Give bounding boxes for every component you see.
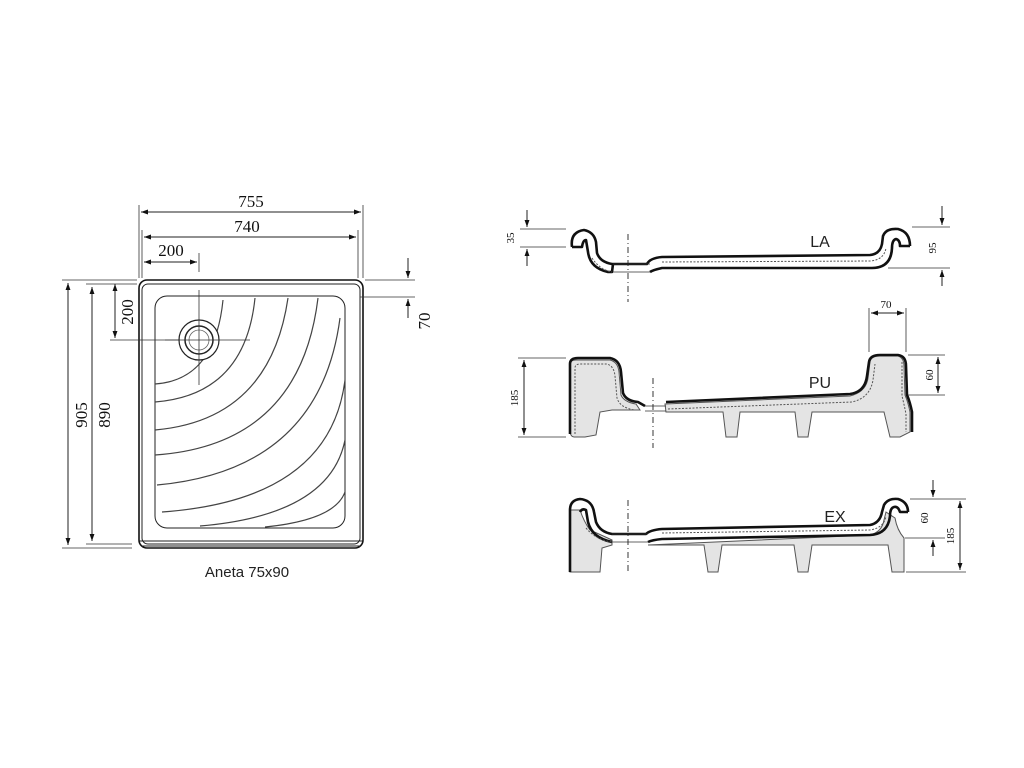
dim-pu-height: 185 xyxy=(509,357,566,438)
section-la-label: LA xyxy=(810,234,830,251)
dim-ex-total-text: 185 xyxy=(945,527,957,544)
dim-drain-y: 200 xyxy=(110,284,180,341)
dim-length-inner-text: 890 xyxy=(95,402,114,428)
tray-basin xyxy=(154,295,346,529)
dim-pu-top: 70 xyxy=(868,299,907,352)
dim-width-outer-text: 755 xyxy=(238,192,264,211)
dim-pu-height-text: 185 xyxy=(509,389,521,406)
dim-la-right-text: 95 xyxy=(927,242,939,254)
dim-la-left-text: 35 xyxy=(505,232,517,244)
dim-width-inner-text: 740 xyxy=(234,217,260,236)
section-pu-label: PU xyxy=(809,375,831,392)
dim-length-inner: 890 xyxy=(86,283,137,545)
dim-drain-x-text: 200 xyxy=(158,241,184,260)
tray-rim xyxy=(141,283,361,545)
dim-length-outer-text: 905 xyxy=(72,402,91,428)
dim-pu-right: 60 xyxy=(908,354,945,396)
dim-drain-x: 200 xyxy=(144,241,200,272)
dim-drain-y-text: 200 xyxy=(118,299,137,325)
dim-pu-right-text: 60 xyxy=(924,369,936,381)
section-ex: EX 60 185 xyxy=(568,480,966,573)
dim-rim-text: 70 xyxy=(415,313,434,330)
section-la: LA 35 95 xyxy=(505,206,950,302)
dim-la-right: 95 xyxy=(888,206,950,286)
dim-width-inner: 740 xyxy=(141,217,359,278)
section-pu: PU 185 70 60 xyxy=(509,299,945,448)
plan-caption: Aneta 75x90 xyxy=(205,564,289,581)
dim-ex-inner-text: 60 xyxy=(919,512,931,524)
tray-ribs xyxy=(155,297,345,528)
dim-width-outer: 755 xyxy=(138,192,364,278)
dim-pu-top-text: 70 xyxy=(881,299,893,311)
dim-length-outer: 905 xyxy=(62,279,137,549)
dim-la-left: 35 xyxy=(505,210,566,266)
plan-view: 755 740 200 200 905 890 xyxy=(62,192,434,581)
dim-ex-total: 185 xyxy=(906,498,966,573)
section-ex-label: EX xyxy=(824,509,846,526)
dim-rim: 70 xyxy=(360,258,434,330)
dim-ex-inner: 60 xyxy=(905,480,945,556)
